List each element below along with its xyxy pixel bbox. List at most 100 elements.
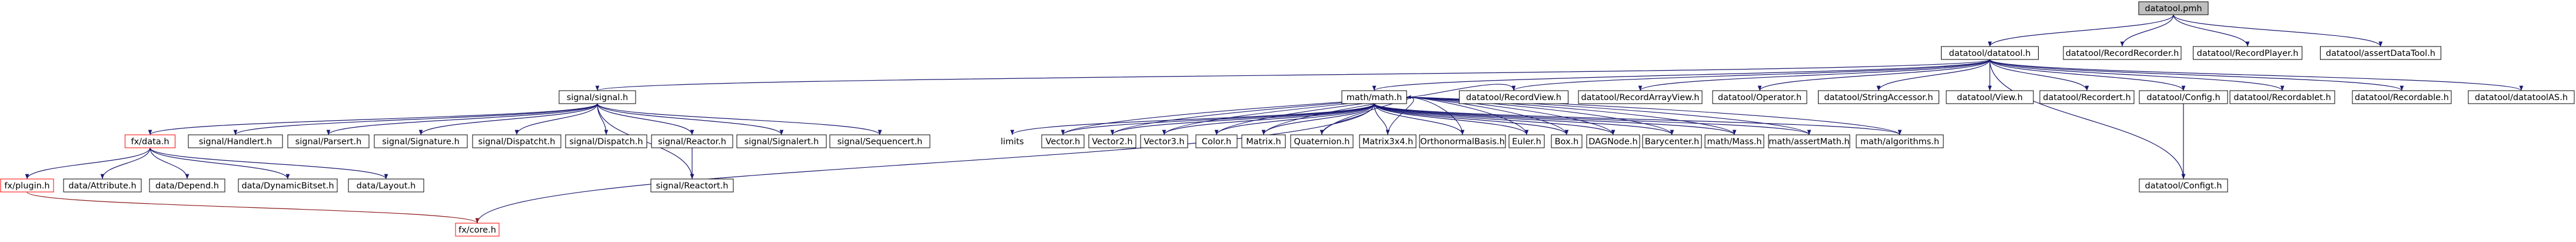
node-sequencert-box [829,134,930,148]
node-dagnode-box [1586,134,1640,148]
node-reactort-box [650,178,734,193]
node-config-box [2139,90,2228,104]
node-algorithms[interactable]: math/algorithms.h [1856,134,1944,148]
node-dispatch[interactable]: signal/Dispatch.h [565,134,647,148]
node-operator[interactable]: datatool/Operator.h [1712,90,1807,104]
node-parsert-label: signal/Parsert.h [295,137,362,147]
node-view-box [1946,90,2034,104]
node-euler[interactable]: Euler.h [1508,134,1545,148]
node-fxdata-label: fx/data.h [131,137,169,147]
edge-math-to-assertmath [1374,103,1811,135]
node-algorithms-box [1856,134,1944,148]
edge-signal-to-dispatch [597,103,609,135]
node-math[interactable]: math/math.h [1341,90,1407,104]
node-attribute[interactable]: data/Attribute.h [63,178,142,193]
node-recordert[interactable]: datatool/Recordert.h [2039,90,2135,104]
node-vector2[interactable]: Vector2.h [1088,134,1136,148]
edge-matrix3x4-to-math [1387,95,1414,135]
node-signalert-label: signal/Signalert.h [744,137,819,147]
edges-layer [25,14,2524,224]
node-depend[interactable]: data/Depend.h [149,178,225,193]
node-recordview[interactable]: datatool/RecordView.h [1459,90,1568,104]
edge-datatool-to-operator [1757,59,1990,91]
node-recordrecorder-label: datatool/RecordRecorder.h [2066,49,2179,58]
node-assertdatatool[interactable]: datatool/assertDataTool.h [2320,46,2441,60]
node-mass[interactable]: math/Mass.h [1704,134,1764,148]
node-configt[interactable]: datatool/Configt.h [2139,178,2228,193]
edge-orthonormal-to-math [1406,95,1463,135]
node-box[interactable]: Box.h [1551,134,1583,148]
node-operator-box [1712,90,1807,104]
edge-signal-to-parsert [326,103,598,135]
node-orthonormal[interactable]: OrthonormalBasis.h [1419,134,1506,148]
node-view-label: datatool/View.h [1957,93,2023,102]
node-dispatcht[interactable]: signal/Dispatcht.h [472,134,561,148]
node-root[interactable]: datatool.pmh [2138,1,2209,15]
edge-math-to-vector2 [1110,103,1375,135]
node-matrix[interactable]: Matrix.h [1241,134,1286,148]
node-parsert[interactable]: signal/Parsert.h [287,134,370,148]
node-config[interactable]: datatool/Config.h [2139,90,2228,104]
node-limits[interactable]: limits [1001,137,1023,147]
node-view[interactable]: datatool/View.h [1946,90,2034,104]
node-recordrecorder[interactable]: datatool/RecordRecorder.h [2063,46,2182,60]
node-vector[interactable]: Vector.h [1041,134,1085,148]
node-matrix-box [1241,134,1286,148]
node-reactort[interactable]: signal/Reactort.h [650,178,734,193]
node-handlert[interactable]: signal/Handlert.h [188,134,283,148]
node-orthonormal-box [1419,134,1506,148]
node-reactor[interactable]: signal/Reactor.h [651,134,733,148]
node-signal-box [559,90,636,104]
edge-datatool-to-recordable [1989,59,2404,91]
node-signalert[interactable]: signal/Signalert.h [736,134,827,148]
node-assertmath[interactable]: math/assertMath.h [1768,134,1850,148]
node-recordable[interactable]: datatool/Recordable.h [2352,90,2452,104]
node-fxcore[interactable]: fx/core.h [455,223,500,237]
edge-datatool-to-datatoolaxs [1989,59,2524,91]
edge-math-to-fxcore [475,103,1375,224]
node-matrix3x4[interactable]: Matrix3x4.h [1359,134,1417,148]
edge-math-to-vector3 [1162,103,1375,135]
node-dynamicbitset[interactable]: data/DynamicBitset.h [238,178,338,193]
node-attribute-box [63,178,142,193]
node-configt-box [2139,178,2228,193]
node-fxplugin[interactable]: fx/plugin.h [0,178,54,193]
node-signature[interactable]: signal/Signature.h [374,134,468,148]
node-stringaccessor[interactable]: datatool/StringAccessor.h [1818,90,1939,104]
edge-signal-to-signalert [597,103,784,135]
node-datatool[interactable]: datatool/datatool.h [1941,46,2039,60]
node-stringaccessor-box [1818,90,1939,104]
node-recordarrayview[interactable]: datatool/RecordArrayView.h [1578,90,1703,104]
node-recordable-label: datatool/Recordable.h [2355,93,2449,102]
node-recordable-box [2352,90,2452,104]
node-orthonormal-label: OrthonormalBasis.h [1420,137,1505,147]
node-barycenter[interactable]: Barycenter.h [1642,134,1702,148]
node-box-box [1551,134,1583,148]
edge-datatool-to-config [1989,59,2186,91]
node-recordplayer[interactable]: datatool/RecordPlayer.h [2193,46,2302,60]
node-math-box [1341,90,1407,104]
edge-math-to-matrix3x4 [1374,103,1390,135]
node-quaternion-box [1290,134,1354,148]
edge-math-to-box [1374,103,1569,135]
edge-fxdata-to-attribute [100,147,151,180]
node-signal[interactable]: signal/signal.h [559,90,636,104]
node-dagnode[interactable]: DAGNode.h [1586,134,1640,148]
node-matrix3x4-label: Matrix3x4.h [1362,137,1413,147]
node-quaternion-label: Quaternion.h [1294,137,1350,147]
node-dispatcht-box [472,134,561,148]
node-dagnode-label: DAGNode.h [1588,137,1637,147]
node-barycenter-label: Barycenter.h [1645,137,1700,147]
edge-signal-to-handlert [233,103,598,135]
node-sequencert[interactable]: signal/Sequencert.h [829,134,930,148]
node-color[interactable]: Color.h [1195,134,1238,148]
node-layout[interactable]: data/Layout.h [348,178,424,193]
node-fxdata[interactable]: fx/data.h [125,134,175,148]
node-datatoolaxs[interactable]: datatool/datatoolAS.h [2468,90,2575,104]
node-quaternion[interactable]: Quaternion.h [1290,134,1354,148]
node-vector3[interactable]: Vector3.h [1140,134,1188,148]
node-recordert-box [2039,90,2135,104]
node-vector2-label: Vector2.h [1092,137,1132,147]
node-assertmath-box [1768,134,1850,148]
node-recordablet[interactable]: datatool/Recordablet.h [2229,90,2335,104]
